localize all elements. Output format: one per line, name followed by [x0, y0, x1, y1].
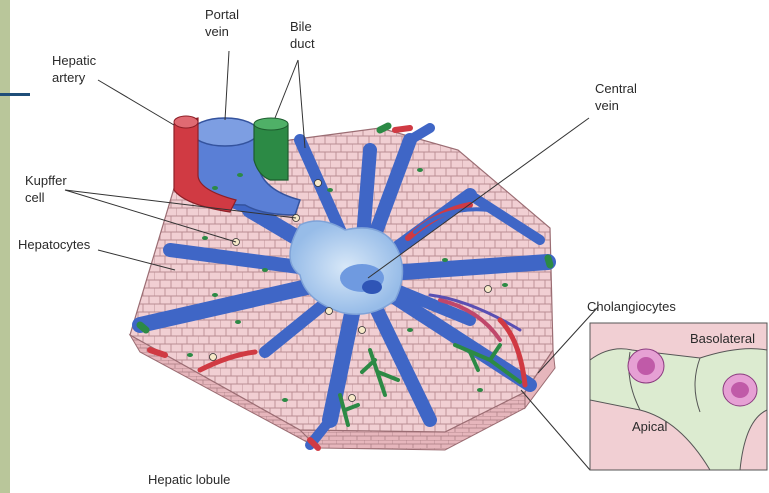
bile-duct-tube	[254, 118, 288, 180]
label-basolateral: Basolateral	[690, 330, 755, 347]
central-vein-core	[362, 280, 382, 294]
label-hepatic-lobule: Hepatic lobule	[148, 471, 230, 488]
label-apical: Apical	[632, 418, 667, 435]
label-hepatocytes: Hepatocytes	[18, 236, 90, 253]
label-cholangiocytes: Cholangiocytes	[587, 298, 676, 315]
